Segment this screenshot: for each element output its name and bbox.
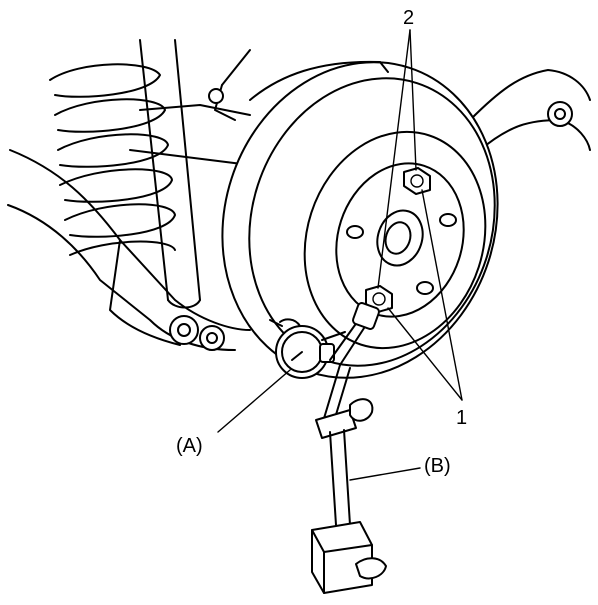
callout-a: (A)	[176, 435, 203, 457]
leader-lines	[217, 29, 463, 481]
dial-gauge	[269, 318, 346, 379]
shock-absorber	[139, 39, 201, 345]
brake-disc	[221, 60, 499, 379]
lower-arm-bolts	[199, 101, 573, 351]
upper-bracket	[208, 49, 251, 121]
wheel-nut-upper	[403, 167, 431, 195]
callout-2: 2	[403, 7, 414, 29]
callout-b: (B)	[424, 455, 451, 477]
magnetic-stand	[311, 302, 387, 594]
wheel-studs	[346, 213, 457, 295]
coil-spring	[49, 63, 176, 256]
callout-1: 1	[456, 407, 467, 429]
